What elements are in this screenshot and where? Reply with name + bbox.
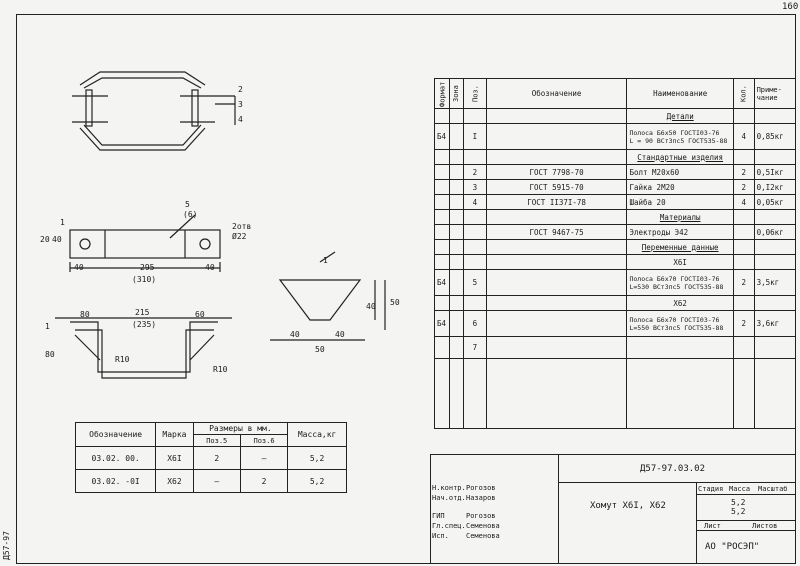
dim-label: 40 [52,235,62,244]
doc-code: Д57-97.03.02 [640,464,706,474]
dim-label: (235) [132,320,157,329]
mass-col-designation: Обозначение [74,422,157,447]
dim-label: 60 [195,310,205,319]
dim-label: 1 [45,322,50,331]
dim-label: 295 [140,263,155,272]
front-view-clamp [55,317,232,379]
dim-label: 80 [80,310,90,319]
dim-label: 40 [74,263,84,272]
mass-table: Обозначение Марка Размеры в мм. Масса,кг… [74,422,347,493]
dim-label: R10 [213,365,228,374]
title-block [430,454,796,564]
dim-label: 2отв [232,222,252,231]
top-view-clamp [72,71,236,151]
dim-label: R10 [115,355,130,364]
mass-col-mark: Марка [155,422,194,447]
dim-label: 40 [290,330,300,339]
dim-label: 2 [238,85,243,94]
dim-label: 20 [40,235,50,244]
mass-col-mass: Масса,кг [287,422,347,447]
dim-label: 80 [45,350,55,359]
dim-label: 40 [205,263,215,272]
dim-label: 50 [315,345,325,354]
table-row: 7 [434,336,797,359]
dim-label: 5 [185,200,190,209]
sheet-number: 160 [782,2,799,12]
drawing-frame [16,14,796,564]
dim-label: 40 [335,330,345,339]
dim-label: 1 [323,256,328,265]
organization: АО "РОСЭП" [705,542,760,552]
doc-title: Хомут Х6I, Х62 [590,501,666,511]
gusset-detail [270,251,386,341]
dim-label: (310) [132,275,157,284]
side-view-strip [69,214,221,272]
mass-col-sizes: Размеры в мм. [192,422,289,435]
mass-col-pos6: Поз.6 [239,434,289,447]
table-row: 03.02. -0I Х62 – 2 5,2 [74,469,347,493]
dim-label: 1 [60,218,65,227]
dim-label: (6) [183,210,198,219]
specification-table: Формат Зона Поз. Обозначение Наименовани… [434,78,797,429]
dim-label: 50 [390,298,400,307]
mass-col-pos5: Поз.5 [192,434,241,447]
dim-label: 4 [238,115,243,124]
dim-label: 3 [238,100,243,109]
table-row: 03.02. 00. Х6I 2 – 5,2 [74,446,347,470]
dim-label: Ø22 [232,232,247,241]
dim-label: 215 [135,308,150,317]
dim-label: 40 [366,302,376,311]
